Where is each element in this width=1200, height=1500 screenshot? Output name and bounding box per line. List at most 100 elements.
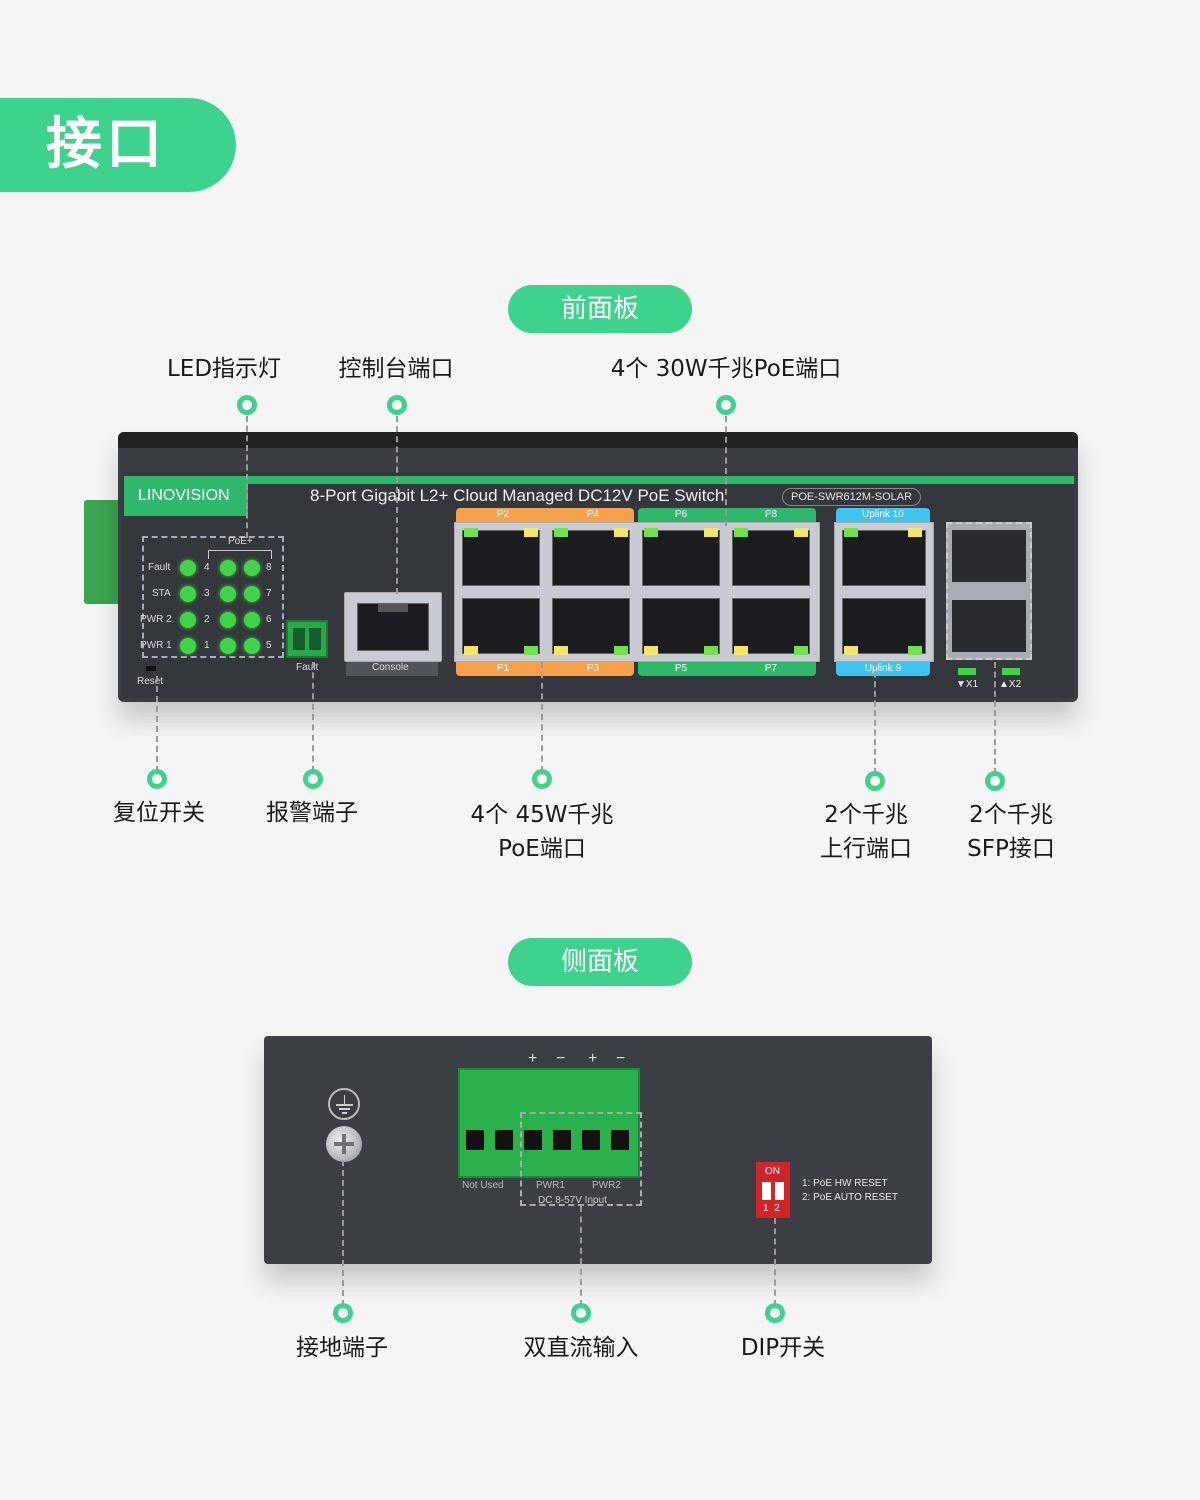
- port-led: [794, 528, 808, 537]
- port-led: [554, 646, 568, 655]
- terminal-sign-plus: +: [528, 1050, 538, 1067]
- poe30-group-top: [638, 508, 816, 522]
- port-label-p6: P6: [674, 509, 688, 520]
- leader-line-console: [396, 416, 398, 594]
- sfp-cage: [946, 522, 1032, 660]
- port-label-uplink9: Uplink 9: [836, 662, 930, 676]
- port-label-uplink10: Uplink 10: [836, 508, 930, 522]
- port-label-p2: P2: [496, 509, 510, 520]
- led-poe-7: [244, 586, 260, 602]
- callout-poe45-line2: PoE端口: [498, 836, 586, 862]
- rj45-port-p7[interactable]: [732, 598, 810, 654]
- callout-ground-terminal: 接地端子: [296, 1335, 388, 1361]
- port-led: [614, 646, 628, 655]
- callout-alarm-terminal: 报警端子: [266, 800, 358, 826]
- callout-uplink-line2: 上行端口: [820, 836, 912, 862]
- rj45-port-uplink10[interactable]: [842, 530, 926, 586]
- rj45-port-p3[interactable]: [552, 598, 630, 654]
- terminal-sign-plus: +: [588, 1050, 598, 1067]
- leader-line-reset: [156, 676, 158, 772]
- rj45-port-p6[interactable]: [642, 530, 720, 586]
- console-label: Console: [372, 662, 409, 673]
- leader-line-sfp: [994, 662, 996, 774]
- led-pwr2: [180, 612, 196, 628]
- callout-dot-reset: [147, 769, 167, 789]
- dip-desc-1: 1: PoE HW RESET: [802, 1178, 888, 1189]
- port-led: [794, 646, 808, 655]
- product-title: 8-Port Gigabit L2+ Cloud Managed DC12V P…: [310, 486, 725, 505]
- callout-dot-poe45: [532, 769, 552, 789]
- port-label-p8: P8: [764, 509, 778, 520]
- led-fault: [180, 560, 196, 576]
- console-port[interactable]: [357, 603, 429, 651]
- dip-switch[interactable]: [756, 1162, 790, 1218]
- callout-dot-sfp: [985, 771, 1005, 791]
- power-terminal-block[interactable]: [458, 1068, 640, 1178]
- rj45-port-p4[interactable]: [552, 530, 630, 586]
- rj45-port-uplink9[interactable]: [842, 598, 926, 654]
- port-led: [464, 646, 478, 655]
- led-port-number: 4: [204, 562, 210, 573]
- port-led: [644, 528, 658, 537]
- leader-line-alarm: [312, 662, 314, 772]
- port-led: [844, 646, 858, 655]
- callout-poe30-ports: 4个 30W千兆PoE端口: [610, 356, 842, 382]
- page-title: 接口: [0, 98, 236, 192]
- callout-poe45-line1: 4个 45W千兆: [470, 802, 614, 828]
- callout-led-indicator: LED指示灯: [166, 356, 282, 382]
- dc-input-highlight: [520, 1112, 642, 1206]
- ground-symbol-icon: [328, 1088, 360, 1120]
- led-sta: [180, 586, 196, 602]
- ground-screw-icon[interactable]: [326, 1126, 362, 1162]
- port-led: [614, 528, 628, 537]
- front-panel: LINOVISION 8-Port Gigabit L2+ Cloud Mana…: [118, 432, 1078, 702]
- leader-line-uplink: [874, 662, 876, 774]
- pwr1-label: PWR1: [536, 1180, 565, 1191]
- reset-button[interactable]: [146, 666, 156, 671]
- sfp-slot-x2[interactable]: [952, 530, 1026, 582]
- rj45-port-p5[interactable]: [642, 598, 720, 654]
- port-led: [734, 646, 748, 655]
- callout-sfp-line2: SFP接口: [967, 836, 1055, 862]
- poe30-group-bottom: [638, 662, 816, 676]
- led-indicator-box: [142, 536, 284, 658]
- leader-line-dip: [774, 1218, 776, 1306]
- led-port-number: 5: [266, 640, 272, 651]
- side-panel-label: 侧面板: [508, 938, 692, 986]
- port-label-p5: P5: [674, 663, 688, 674]
- rj45-port-p8[interactable]: [732, 530, 810, 586]
- callout-reset-switch: 复位开关: [113, 800, 205, 826]
- port-label-p7: P7: [764, 663, 778, 674]
- callout-dip-switch: DIP开关: [740, 1335, 826, 1361]
- dip-numbers: 1 2: [763, 1203, 780, 1214]
- sfp-label-x2: ▲X2: [999, 679, 1022, 690]
- port-led: [734, 528, 748, 537]
- led-poe-3: [220, 586, 236, 602]
- terminal-sign-minus: −: [616, 1050, 626, 1067]
- led-poe-4: [220, 560, 236, 576]
- alarm-terminal[interactable]: [286, 620, 328, 658]
- rj45-port-p1[interactable]: [462, 598, 540, 654]
- callout-dot-dip: [765, 1303, 785, 1323]
- brand-strip: [124, 476, 1074, 484]
- rj45-port-p2[interactable]: [462, 530, 540, 586]
- callout-dot-ground: [333, 1303, 353, 1323]
- callout-dot-uplink: [865, 771, 885, 791]
- led-pwr1: [180, 638, 196, 654]
- dip-desc-2: 2: PoE AUTO RESET: [802, 1192, 898, 1203]
- led-port-number: 6: [266, 614, 272, 625]
- led-poe-6: [244, 612, 260, 628]
- port-led: [554, 528, 568, 537]
- terminal-sign-minus: −: [556, 1050, 566, 1067]
- panel-top-edge: [118, 432, 1078, 448]
- led-port-number: 1: [204, 640, 210, 651]
- port-led: [908, 646, 922, 655]
- led-port-number: 3: [204, 588, 210, 599]
- port-led: [704, 528, 718, 537]
- brand-logo: LINOVISION: [124, 476, 248, 516]
- sfp-slot-x1[interactable]: [952, 600, 1026, 652]
- leader-line-poe30: [725, 416, 727, 526]
- led-poe-1: [220, 638, 236, 654]
- port-led: [524, 646, 538, 655]
- port-label-p3: P3: [586, 663, 600, 674]
